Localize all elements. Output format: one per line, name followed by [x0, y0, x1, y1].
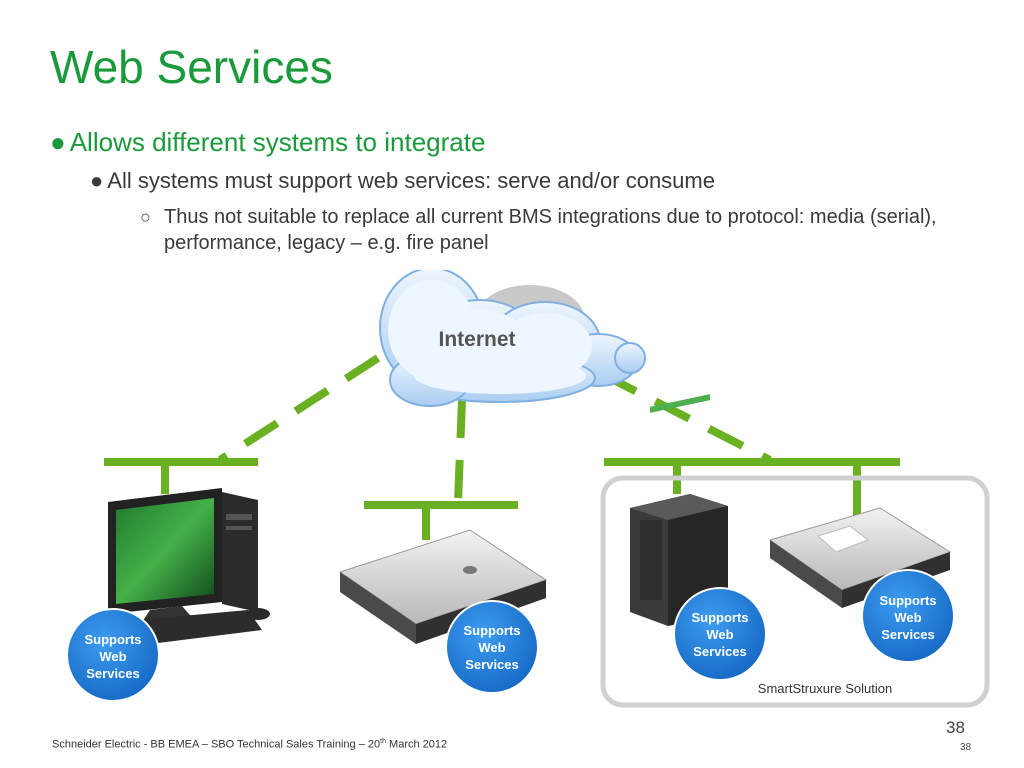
- bullet-marker: ●: [90, 168, 104, 193]
- page-number-small: 38: [960, 742, 972, 753]
- network-diagram: Internet Supports Web Se: [66, 270, 990, 708]
- footer-text-end: March 2012: [385, 738, 448, 751]
- badge-line: Web: [894, 610, 921, 625]
- cloud-icon: [379, 270, 646, 407]
- dashed-links: [217, 354, 772, 503]
- bullet-text: Allows different systems to integrate: [69, 127, 486, 157]
- badge-line: Web: [99, 649, 126, 664]
- bullet-text: All systems must support web services: s…: [107, 168, 715, 193]
- bus-bars: [104, 458, 900, 540]
- badge-line: Web: [706, 627, 733, 642]
- bullet-level-1: ●Allows different systems to integrate: [50, 127, 485, 158]
- badge-line: Services: [86, 666, 140, 681]
- badge-line: Supports: [691, 610, 748, 625]
- badge-line: Supports: [463, 623, 520, 638]
- bullet-level-2: ●All systems must support web services: …: [90, 168, 715, 194]
- badge-line: Web: [478, 640, 505, 655]
- supports-web-services-badge: Supports Web Services: [673, 587, 767, 681]
- bullet-level-3: ○ Thus not suitable to replace all curre…: [140, 204, 980, 256]
- page-number: 38: [946, 718, 965, 737]
- bullet-text: Thus not suitable to replace all current…: [164, 206, 937, 254]
- supports-web-services-badge: Supports Web Services: [66, 608, 160, 702]
- supports-web-services-badge: Supports Web Services: [445, 600, 539, 694]
- badge-line: Services: [465, 657, 519, 672]
- badge-line: Supports: [879, 593, 936, 608]
- footer-text: Schneider Electric - BB EMEA – SBO Techn…: [52, 738, 447, 751]
- supports-web-services-badge: Supports Web Services: [861, 569, 955, 663]
- badge-line: Services: [881, 627, 935, 642]
- footer-text-sup: th: [380, 738, 386, 745]
- desktop-computer-icon: [108, 488, 270, 644]
- badge-line: Supports: [84, 632, 141, 647]
- footer-text-main: Schneider Electric - BB EMEA – SBO Techn…: [52, 738, 381, 751]
- solution-label: SmartStruxure Solution: [758, 681, 892, 696]
- bullet-marker: ●: [50, 127, 66, 157]
- solution-group-box: [600, 475, 990, 708]
- cloud-label: Internet: [438, 328, 515, 351]
- badge-line: Services: [693, 644, 747, 659]
- slide-title: Web Services: [50, 41, 333, 93]
- bullet-marker: ○: [140, 207, 151, 227]
